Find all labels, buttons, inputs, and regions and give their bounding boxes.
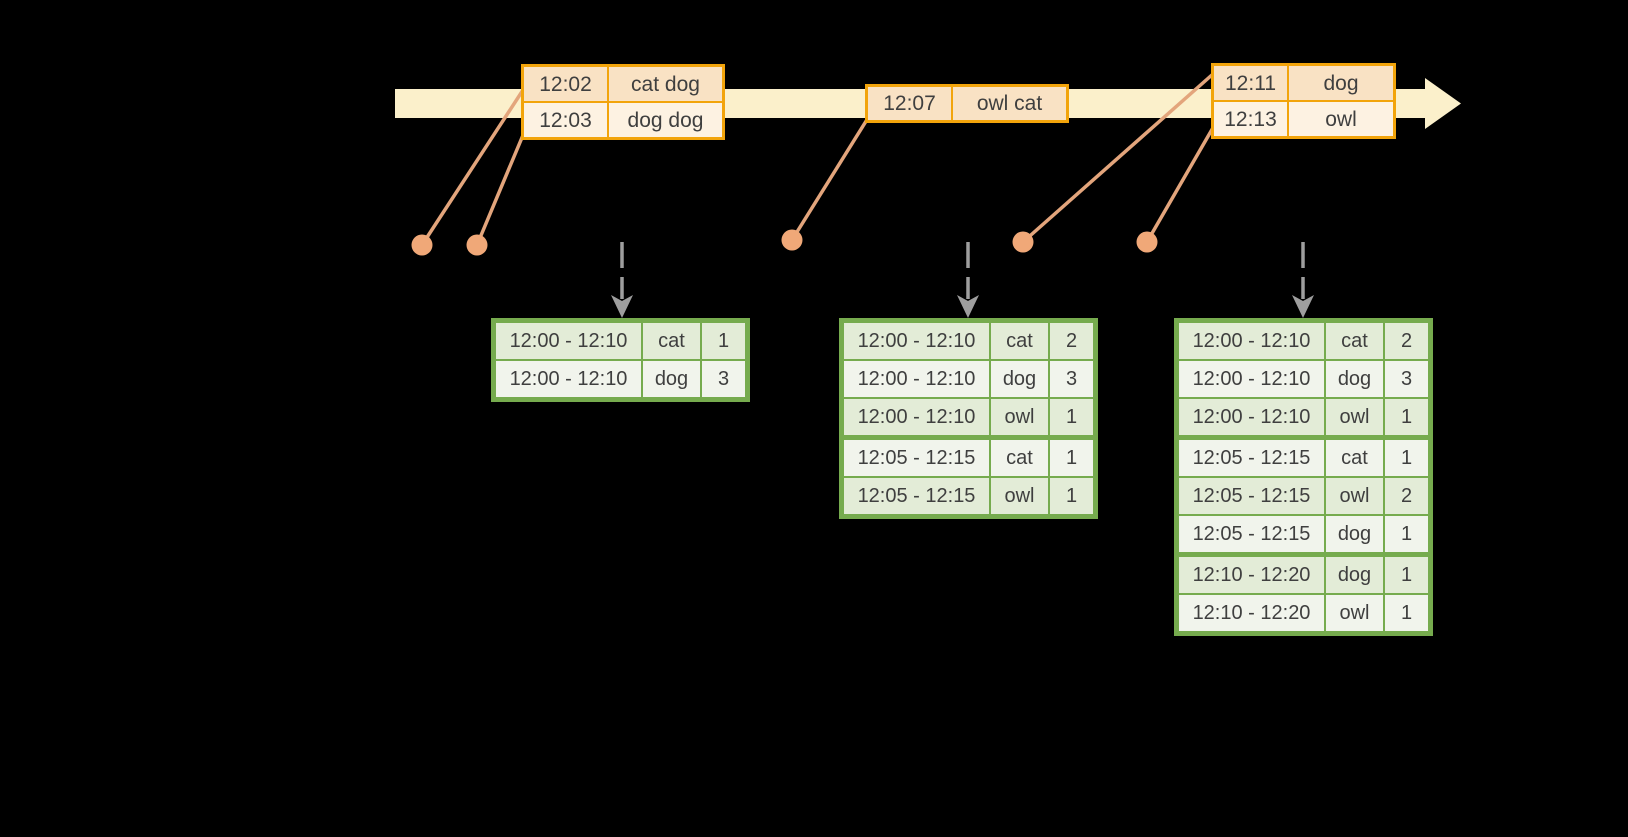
result-row: 12:10 - 12:20 owl 1 (1179, 595, 1428, 631)
event-dot-2 (466, 234, 488, 256)
window-cell: 12:05 - 12:15 (844, 440, 989, 476)
connector-line-4 (1021, 72, 1215, 244)
trigger-arrow-3 (1292, 242, 1314, 318)
event-dot-1 (411, 234, 433, 256)
count-cell: 2 (1385, 323, 1428, 359)
event-time-cell: 12:02 (524, 67, 607, 101)
count-cell: 1 (1050, 440, 1093, 476)
result-row: 12:00 - 12:10 cat 2 (1179, 323, 1428, 359)
result-row: 12:00 - 12:10 dog 3 (1179, 361, 1428, 397)
event-words-cell: owl cat (953, 87, 1066, 120)
event-table-3: 12:11 dog 12:13 owl (1211, 63, 1396, 139)
count-cell: 2 (1385, 478, 1428, 514)
result-row: 12:05 - 12:15 cat 1 (844, 440, 1093, 476)
event-dot-3 (781, 229, 803, 251)
word-cell: owl (991, 478, 1048, 514)
event-table-1: 12:02 cat dog 12:03 dog dog (521, 64, 725, 140)
count-cell: 3 (1385, 361, 1428, 397)
result-row: 12:00 - 12:10 cat 1 (496, 323, 745, 359)
event-dot-5 (1136, 231, 1158, 253)
word-cell: dog (1326, 557, 1383, 593)
result-table-2: 12:00 - 12:10 cat 2 12:00 - 12:10 dog 3 … (839, 318, 1098, 519)
word-cell: owl (991, 399, 1048, 435)
event-time-cell: 12:03 (524, 103, 607, 137)
window-cell: 12:00 - 12:10 (1179, 399, 1324, 435)
window-cell: 12:05 - 12:15 (1179, 478, 1324, 514)
count-cell: 1 (702, 323, 745, 359)
word-cell: owl (1326, 478, 1383, 514)
word-cell: cat (991, 440, 1048, 476)
window-cell: 12:10 - 12:20 (1179, 595, 1324, 631)
result-row: 12:05 - 12:15 dog 1 (1179, 516, 1428, 552)
window-cell: 12:00 - 12:10 (844, 399, 989, 435)
count-cell: 1 (1385, 595, 1428, 631)
result-row: 12:00 - 12:10 dog 3 (844, 361, 1093, 397)
count-cell: 1 (1385, 557, 1428, 593)
event-time-cell: 12:11 (1214, 66, 1287, 100)
result-table-1: 12:00 - 12:10 cat 1 12:00 - 12:10 dog 3 (491, 318, 750, 402)
result-table-3: 12:00 - 12:10 cat 2 12:00 - 12:10 dog 3 … (1174, 318, 1433, 636)
result-row: 12:05 - 12:15 owl 2 (1179, 478, 1428, 514)
word-cell: cat (643, 323, 700, 359)
window-cell: 12:00 - 12:10 (1179, 323, 1324, 359)
window-cell: 12:00 - 12:10 (844, 323, 989, 359)
result-row: 12:10 - 12:20 dog 1 (1179, 557, 1428, 593)
event-table-2: 12:07 owl cat (865, 84, 1069, 123)
connector-line-2 (475, 127, 528, 246)
window-cell: 12:05 - 12:15 (1179, 516, 1324, 552)
event-time-cell: 12:07 (868, 87, 951, 120)
word-cell: owl (1326, 399, 1383, 435)
result-row: 12:00 - 12:10 owl 1 (844, 399, 1093, 435)
count-cell: 3 (702, 361, 745, 397)
connector-line-5 (1145, 125, 1216, 243)
count-cell: 1 (1385, 399, 1428, 435)
result-row: 12:05 - 12:15 owl 1 (844, 478, 1093, 514)
window-cell: 12:10 - 12:20 (1179, 557, 1324, 593)
result-row: 12:00 - 12:10 owl 1 (1179, 399, 1428, 435)
count-cell: 2 (1050, 323, 1093, 359)
trigger-arrow-1 (611, 242, 633, 318)
word-cell: cat (1326, 440, 1383, 476)
word-cell: cat (1326, 323, 1383, 359)
event-dot-4 (1012, 231, 1034, 253)
event-words-cell: dog (1289, 66, 1393, 100)
connector-line-1 (420, 89, 525, 246)
count-cell: 1 (1385, 440, 1428, 476)
word-cell: dog (643, 361, 700, 397)
connector-line-3 (790, 117, 870, 241)
event-words-cell: dog dog (609, 103, 722, 137)
word-cell: cat (991, 323, 1048, 359)
count-cell: 1 (1050, 478, 1093, 514)
trigger-arrow-2 (957, 242, 979, 318)
word-cell: dog (1326, 516, 1383, 552)
event-words-cell: cat dog (609, 67, 722, 101)
window-cell: 12:00 - 12:10 (496, 323, 641, 359)
window-cell: 12:00 - 12:10 (844, 361, 989, 397)
window-cell: 12:05 - 12:15 (844, 478, 989, 514)
result-row: 12:05 - 12:15 cat 1 (1179, 440, 1428, 476)
count-cell: 3 (1050, 361, 1093, 397)
event-time-cell: 12:13 (1214, 102, 1287, 136)
word-cell: dog (991, 361, 1048, 397)
result-row: 12:00 - 12:10 cat 2 (844, 323, 1093, 359)
count-cell: 1 (1050, 399, 1093, 435)
word-cell: owl (1326, 595, 1383, 631)
word-cell: dog (1326, 361, 1383, 397)
window-cell: 12:00 - 12:10 (496, 361, 641, 397)
window-cell: 12:00 - 12:10 (1179, 361, 1324, 397)
window-cell: 12:05 - 12:15 (1179, 440, 1324, 476)
count-cell: 1 (1385, 516, 1428, 552)
event-words-cell: owl (1289, 102, 1393, 136)
result-row: 12:00 - 12:10 dog 3 (496, 361, 745, 397)
